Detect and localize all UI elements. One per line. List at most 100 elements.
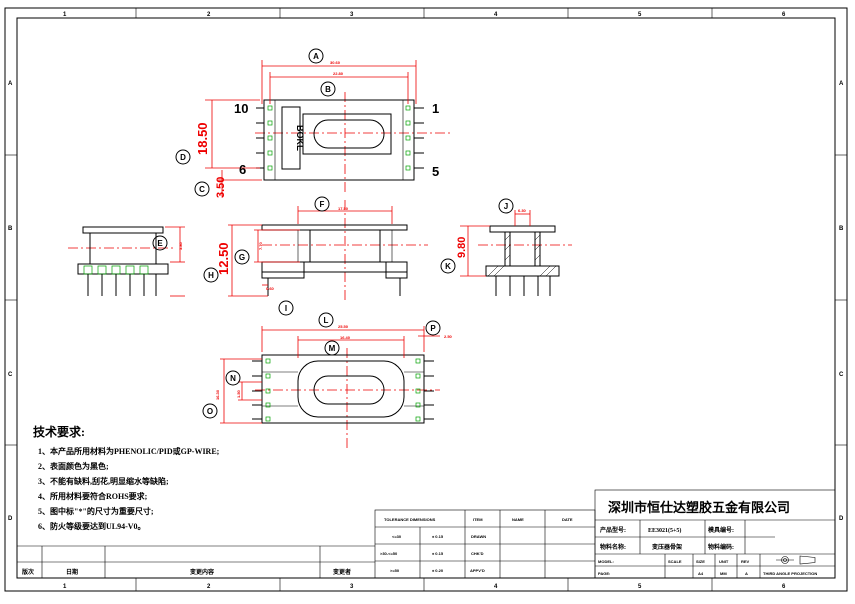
dim-h-value: 12.50 (216, 242, 231, 275)
dim-e-value: 3.80 (178, 241, 183, 250)
zone-row-c-right: C (839, 372, 844, 378)
zone-col-2: 2 (207, 12, 211, 18)
unit-value: MM (720, 571, 727, 576)
top-view: BOKE (205, 60, 450, 196)
callout-balloons (152, 48, 514, 419)
zone-ticks (5, 8, 847, 591)
end-view-left (68, 226, 185, 297)
dim-f-value: 17.50 (338, 206, 349, 211)
part-code-label: 物料编码: (708, 543, 734, 551)
callout-f: F (320, 200, 325, 209)
note-1: 1、本产品所用材料为PHENOLIC/PID或GP-WIRE; (38, 446, 220, 456)
mold-label: 模具编号: (708, 526, 734, 534)
zone-col-5: 5 (638, 12, 642, 18)
boke-logo: BOKE (295, 125, 305, 151)
dim-j-value: 6.30 (518, 208, 527, 213)
outer-frame (4, 7, 848, 592)
zone-col-4: 4 (494, 12, 498, 18)
note-4: 4、所用材料要符合ROHS要求; (38, 491, 148, 501)
zone-col-3: 3 (350, 12, 354, 18)
tol-value-2: ± 0.15 (432, 551, 444, 556)
callout-k: K (445, 262, 451, 271)
pin-5-label: 5 (432, 164, 439, 179)
callout-e: E (157, 239, 163, 248)
item-header: ITEM (473, 517, 483, 522)
callout-o: O (207, 407, 213, 416)
callout-c: C (199, 185, 205, 194)
zone-row-d-right: D (839, 516, 844, 522)
changer-header: 变更者 (333, 568, 351, 576)
notes-heading: 技术要求: (33, 424, 85, 439)
zone-col-3-bottom: 3 (350, 584, 354, 590)
callout-b: B (325, 85, 331, 94)
dim-k-value: 9.80 (456, 237, 468, 258)
projection-symbol-icon (776, 555, 816, 565)
zone-row-d: D (8, 516, 13, 522)
tol-value-3: ± 0.20 (432, 568, 444, 573)
tolerance-header: TOLERANCE DIMENSIONS (384, 517, 436, 522)
approved-label: APPV'D (470, 568, 485, 573)
zone-col-6-bottom: 6 (782, 584, 786, 590)
model2-label: MODEL: (598, 559, 614, 564)
section-view (460, 210, 572, 296)
date-header: 日期 (66, 568, 78, 576)
note-3: 3、不能有缺料,刮花,明显缩水等缺陷; (38, 476, 169, 486)
model-label: 产品型号: (600, 526, 626, 534)
callout-h: H (208, 271, 214, 280)
tol-range-3: >=50 (390, 568, 400, 573)
tolerance-table (374, 509, 596, 579)
tol-range-1: <=30 (392, 534, 402, 539)
callout-p: P (430, 324, 436, 333)
note-2: 2、表面颜色为黑色; (38, 461, 109, 471)
name-header: NAME (512, 517, 524, 522)
zone-row-c: C (8, 372, 13, 378)
bottom-view (220, 326, 440, 450)
tol-range-2: >30-<=50 (380, 551, 398, 556)
zone-row-a: A (8, 81, 13, 87)
part-name-label: 物料名称: (600, 543, 626, 551)
model-value: EE3021(5+5) (648, 527, 681, 534)
dim-o-value: 16.30 (215, 389, 220, 400)
zone-col-2-bottom: 2 (207, 584, 211, 590)
callout-m: M (329, 344, 336, 353)
size-value: A4 (698, 571, 704, 576)
content-header: 变更内容 (190, 568, 214, 576)
zone-row-b-right: B (839, 226, 844, 232)
projection-note: THIRD ANGLE PROJECTION (763, 571, 817, 576)
dim-m-value: 16.40 (340, 335, 351, 340)
dim-c-value: 3.50 (215, 177, 227, 198)
rev-header: 版次 (21, 568, 34, 576)
size-label: SIZE (696, 559, 705, 564)
revision-table (17, 545, 375, 578)
unit-label: UNIT (719, 559, 729, 564)
pin-10-label: 10 (234, 101, 248, 116)
dim-i-value: 0.60 (266, 286, 275, 291)
front-view (228, 200, 428, 300)
part-name-value: 变压器骨架 (652, 543, 682, 551)
zone-col-5-bottom: 5 (638, 584, 642, 590)
zone-row-a-right: A (839, 81, 844, 87)
tol-value-1: ± 0.15 (432, 534, 444, 539)
dim-a-value: 30.60 (330, 60, 341, 65)
scale-label: SCALE (668, 559, 682, 564)
checked-label: CHK'D (471, 551, 484, 556)
callout-d: D (180, 153, 186, 162)
dim-p-value: 2.50 (444, 334, 453, 339)
zone-col-1-bottom: 1 (63, 584, 67, 590)
dim-l-value: 25.50 (338, 324, 349, 329)
note-6: 6、防火等级要达到UL94-V0。 (38, 521, 146, 531)
callout-n: N (230, 374, 236, 383)
zone-row-b: B (8, 226, 13, 232)
note-5: 5、图中标"*"的尺寸为重要尺寸; (38, 506, 154, 516)
rev-value: A (745, 571, 748, 576)
zone-col-1: 1 (63, 12, 67, 18)
page-label: PAGE: (598, 571, 610, 576)
callout-g: G (239, 253, 245, 262)
callout-i: I (285, 304, 287, 313)
title-block (594, 489, 836, 579)
callout-l: L (324, 316, 329, 325)
callout-a: A (313, 52, 319, 61)
company-name: 深圳市恒仕达塑胶五金有限公司 (608, 500, 790, 515)
dim-n-value: 1.50 (236, 389, 241, 398)
